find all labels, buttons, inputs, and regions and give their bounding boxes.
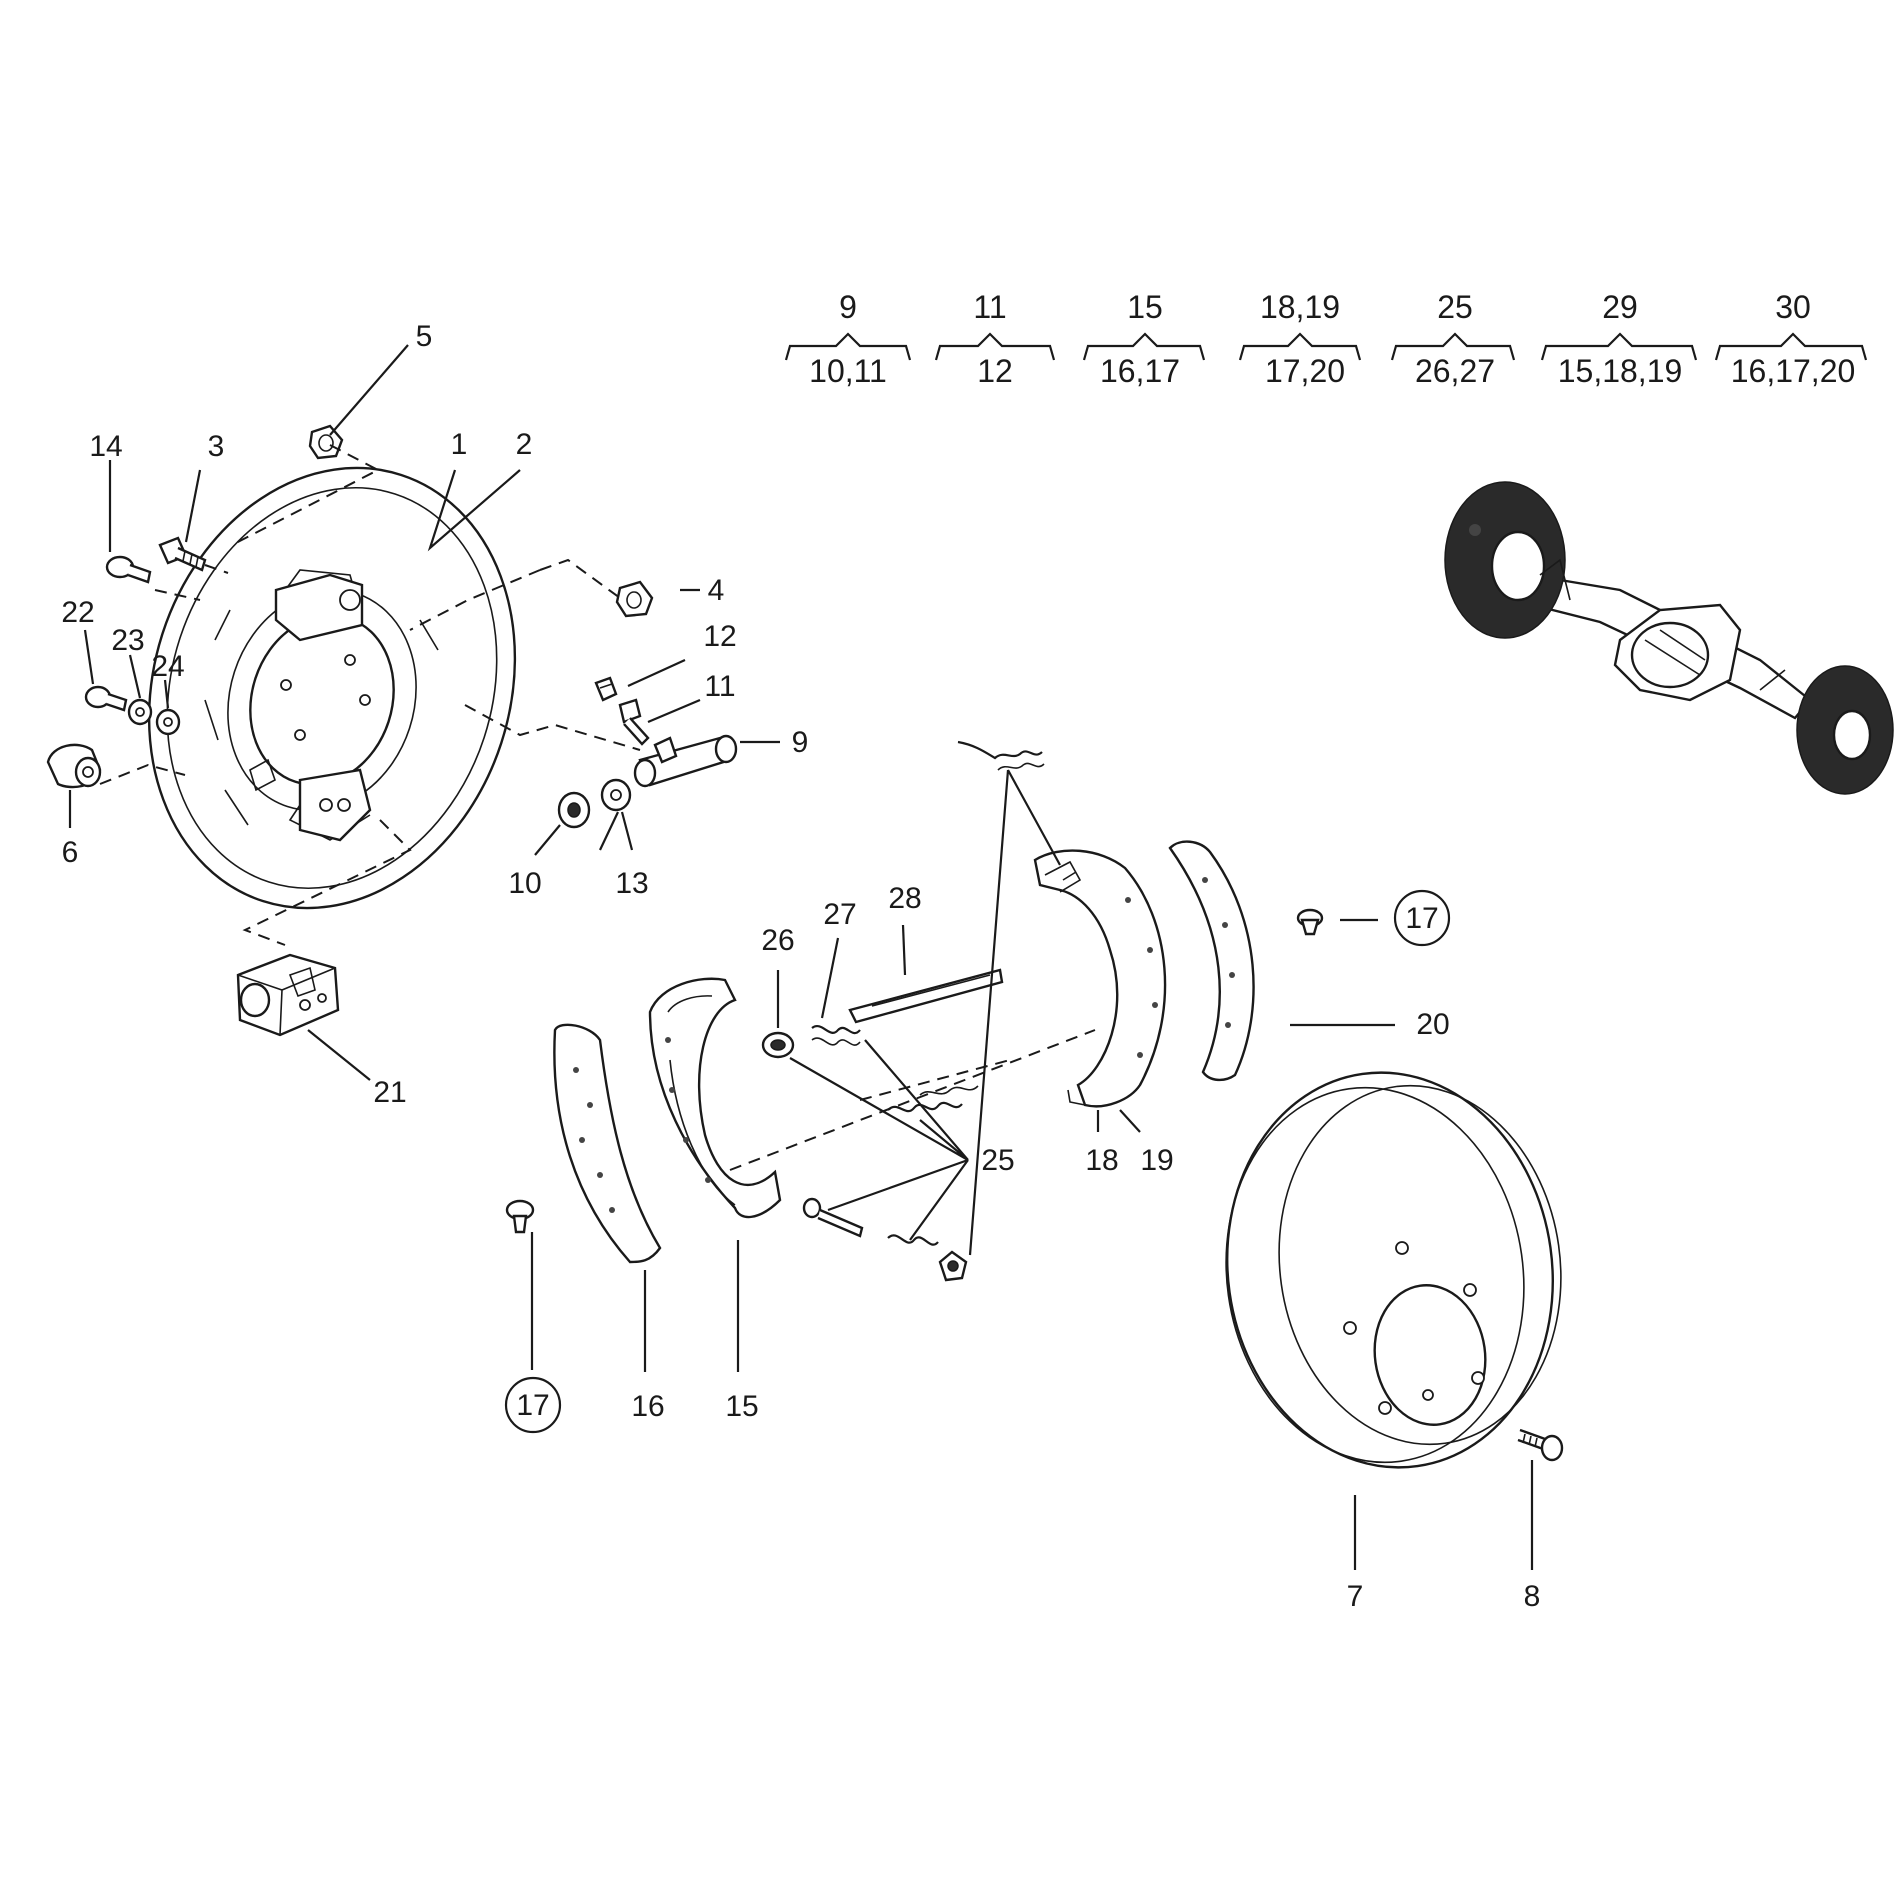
callout-19: 19: [1140, 1144, 1173, 1177]
group-9: 9 10,11: [784, 289, 912, 389]
group-15-top: 15: [1127, 289, 1163, 325]
spring-27: [811, 1025, 861, 1046]
callout-12: 12: [703, 620, 736, 653]
group-18-19: 18,19 17,20: [1238, 289, 1362, 389]
callout-10: 10: [508, 867, 541, 900]
washer-23: [127, 698, 153, 726]
group-30: 30 16,17,20: [1714, 289, 1868, 389]
pin-17-right: [1296, 908, 1324, 936]
callout-28: 28: [888, 882, 921, 915]
brake-lining-20: [1168, 840, 1255, 1082]
group-25-top: 25: [1437, 289, 1473, 325]
brake-shoe-18-19: [1033, 849, 1167, 1108]
callout-1: 1: [451, 428, 468, 461]
brake-lining-16: [553, 1023, 662, 1264]
wheel-cylinder-9: [633, 734, 738, 788]
adjuster-21: [236, 953, 340, 1037]
group-18-19-bottom: 17,20: [1265, 353, 1345, 389]
callout-6: 6: [62, 836, 79, 869]
callout-25: 25: [981, 1144, 1014, 1177]
group-18-19-top: 18,19: [1260, 289, 1340, 325]
bolt-3: [158, 536, 207, 572]
callout-23: 23: [111, 624, 144, 657]
retainer-lower: [938, 1250, 968, 1282]
callout-17-left: 17: [516, 1389, 549, 1422]
group-11-top: 11: [973, 289, 1006, 325]
callout-22: 22: [61, 596, 94, 629]
bleeder-screw-11: [618, 698, 650, 746]
group-25: 25 26,27: [1390, 289, 1516, 389]
group-15: 15 16,17: [1082, 289, 1206, 389]
callout-17-right: 17: [1405, 902, 1438, 935]
retainer-26: [761, 1031, 795, 1059]
callout-9: 9: [792, 726, 809, 759]
callout-2: 2: [516, 428, 533, 461]
washer-24: [155, 708, 181, 736]
group-29: 29 15,18,19: [1540, 289, 1698, 389]
bolt-14: [105, 555, 152, 584]
brake-shoe-15: [648, 977, 782, 1219]
adjuster-lever-28: [848, 968, 1004, 1024]
nut-5: [308, 424, 344, 460]
group-25-bottom: 26,27: [1415, 353, 1495, 389]
callout-4: 4: [708, 574, 725, 607]
callout-7: 7: [1347, 1580, 1364, 1613]
callout-8: 8: [1524, 1580, 1541, 1613]
callout-3: 3: [208, 430, 225, 463]
group-11-bottom: 12: [977, 353, 1013, 389]
group-29-bottom: 15,18,19: [1558, 353, 1683, 389]
group-9-bottom: 10,11: [809, 353, 887, 389]
callout-24: 24: [151, 650, 184, 683]
callout-circle-17-left: [504, 1376, 562, 1434]
callout-21: 21: [373, 1076, 406, 1109]
group-11: 11 12: [934, 289, 1056, 389]
pin-17-left: [505, 1199, 535, 1234]
callout-circle-17-right: [1393, 889, 1451, 947]
group-29-top: 29: [1602, 289, 1638, 325]
group-9-top: 9: [839, 289, 857, 325]
callout-27: 27: [823, 898, 856, 931]
leader-lines: [68, 344, 1534, 1570]
brake-drum-7: [1225, 1071, 1562, 1469]
callout-18: 18: [1085, 1144, 1118, 1177]
cap-6: [46, 743, 102, 789]
assembly-lines: [99, 444, 1096, 1171]
callout-26: 26: [761, 924, 794, 957]
bolt-22: [84, 685, 128, 712]
lower-return-spring: [887, 1085, 979, 1113]
group-30-top: 30: [1775, 289, 1811, 325]
callout-15: 15: [725, 1390, 758, 1423]
axle-illustration: [1444, 481, 1894, 795]
spring-lower: [887, 1234, 939, 1246]
callout-11: 11: [704, 670, 735, 703]
hold-down-pin: [802, 1197, 864, 1238]
group-30-bottom: 16,17,20: [1731, 353, 1856, 389]
cap-12: [594, 676, 618, 702]
callout-20: 20: [1416, 1008, 1449, 1041]
callout-5: 5: [416, 320, 433, 353]
nut-4: [615, 580, 654, 618]
piston-10: [557, 791, 591, 829]
seal-13: [600, 778, 632, 812]
callout-13: 13: [615, 867, 648, 900]
upper-return-spring: [957, 740, 1045, 771]
backing-plate: [147, 466, 517, 910]
bolt-8: [1517, 1428, 1564, 1462]
callout-14: 14: [89, 430, 122, 463]
callout-16: 16: [631, 1390, 664, 1423]
callout-labels: 5 1 2 3 14 4 22 23 24 12 11 9 6 10 13 28…: [61, 320, 1540, 1613]
group-15-bottom: 16,17: [1100, 353, 1180, 389]
